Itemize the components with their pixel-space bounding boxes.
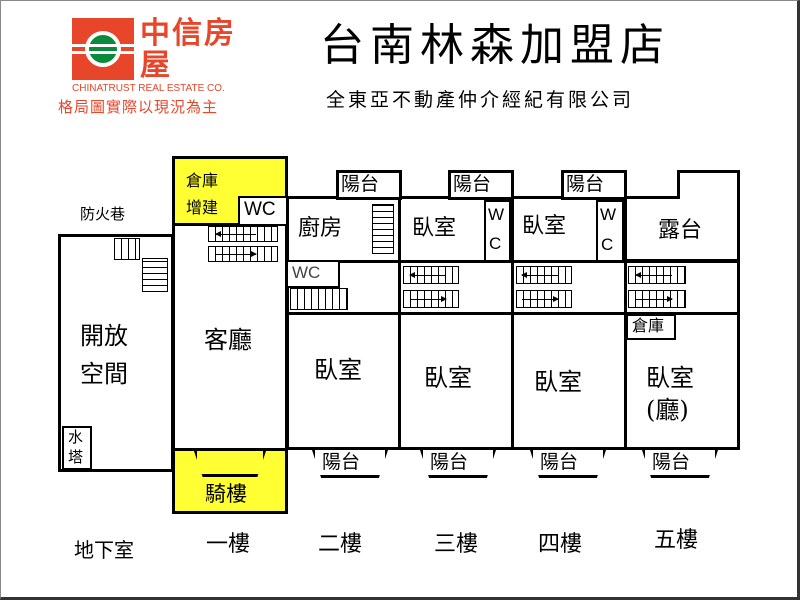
terrace-label: 露台 bbox=[658, 218, 703, 243]
storage-addon-label-2: 增建 bbox=[186, 198, 219, 217]
floor2-wc bbox=[286, 260, 340, 288]
floor4-balcony-top bbox=[561, 170, 627, 200]
floor2-stairs bbox=[290, 288, 348, 310]
page-subtitle: 全東亞不動產仲介經紀有限公司 bbox=[326, 89, 635, 111]
basement-stairs bbox=[114, 238, 140, 260]
floor3-bedroom-label: 臥室 bbox=[424, 364, 472, 392]
floor3-wc-c: C bbox=[489, 234, 502, 253]
floor4-balcony-bottom-label: 陽台 bbox=[540, 451, 579, 473]
floor5-storage-label: 倉庫 bbox=[632, 316, 665, 335]
floor4-balcony-top-label: 陽台 bbox=[566, 173, 605, 195]
storage-addon-label: 倉庫 bbox=[186, 171, 219, 190]
floor3-bedroom-top-label: 臥室 bbox=[412, 216, 457, 241]
living-room-label: 客廳 bbox=[204, 326, 252, 354]
basement-stairs-2 bbox=[142, 258, 168, 292]
floor4-wc-w: W bbox=[600, 205, 617, 224]
open-space-label-2: 空間 bbox=[80, 360, 128, 388]
floor4-wc bbox=[596, 200, 624, 262]
brand-name-cn: 中信房屋 bbox=[140, 16, 236, 83]
floor5-label: 五樓 bbox=[654, 528, 699, 553]
floor5-hall-label: (廳) bbox=[646, 396, 689, 424]
basement-label: 地下室 bbox=[74, 538, 134, 562]
floor3-balcony-bottom-label: 陽台 bbox=[430, 451, 469, 473]
water-tower-label: 水 bbox=[68, 428, 84, 446]
floor4-label: 四樓 bbox=[538, 532, 583, 557]
floor3-wc-w: W bbox=[488, 205, 505, 224]
logo bbox=[72, 18, 134, 80]
floor2-bedroom-label: 臥室 bbox=[314, 356, 362, 384]
floor3-balcony-top bbox=[448, 170, 514, 200]
floor4-bedroom-top-label: 臥室 bbox=[522, 214, 567, 239]
floor4-wc-c: C bbox=[601, 235, 614, 254]
floor3-label: 三樓 bbox=[434, 532, 479, 557]
arcade bbox=[172, 448, 288, 514]
floor2-wc-label: WC bbox=[292, 263, 321, 282]
floor2-balcony-top-label: 陽台 bbox=[341, 173, 380, 195]
floor1-label: 一樓 bbox=[206, 532, 251, 557]
floor2-balcony-bottom-label: 陽台 bbox=[322, 451, 361, 473]
fire-lane-label: 防火巷 bbox=[80, 205, 126, 223]
logo-globe-icon bbox=[85, 31, 121, 67]
open-space-label: 開放 bbox=[80, 322, 128, 350]
page-title: 台南林森加盟店 bbox=[320, 20, 670, 71]
disclaimer: 格局圖實際以現況為主 bbox=[58, 98, 219, 116]
water-tower-label-2: 塔 bbox=[68, 448, 84, 466]
floor5-storage bbox=[626, 314, 676, 340]
floor1-wc-label: WC bbox=[244, 199, 276, 220]
water-tower bbox=[62, 426, 92, 470]
arcade-label: 騎樓 bbox=[205, 482, 247, 506]
floor5-bedroom-label: 臥室 bbox=[646, 364, 694, 392]
floor3-wc bbox=[484, 200, 511, 262]
floor3-balcony-top-label: 陽台 bbox=[453, 173, 492, 195]
floor5-balcony-bottom-label: 陽台 bbox=[652, 451, 691, 473]
floor2-stairs-v bbox=[372, 204, 394, 254]
kitchen-label: 廚房 bbox=[298, 216, 343, 241]
floor2-label: 二樓 bbox=[318, 532, 363, 557]
brand-name-en: CHINATRUST REAL ESTATE CO. bbox=[72, 83, 225, 94]
floor2-balcony-top bbox=[336, 170, 402, 200]
floor4-bedroom-label: 臥室 bbox=[534, 368, 582, 396]
